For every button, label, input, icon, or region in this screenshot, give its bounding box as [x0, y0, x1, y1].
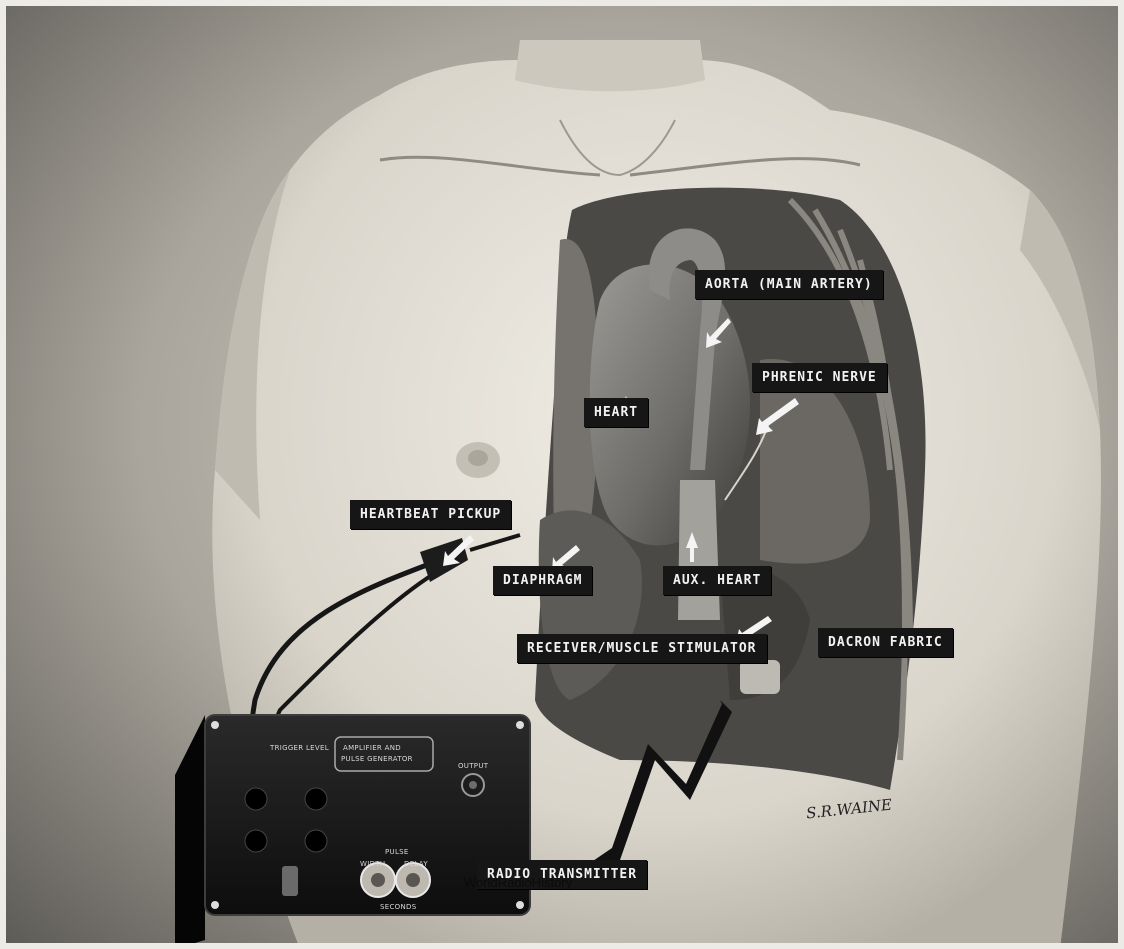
label-aorta: AORTA (MAIN ARTERY) [695, 270, 883, 299]
label-dacron-fabric: DACRON FABRIC [818, 628, 953, 657]
delay-label: DELAY [404, 860, 428, 868]
device-title-line2: PULSE GENERATOR [341, 755, 413, 763]
receiver-unit [740, 660, 780, 694]
device-title-line1: AMPLIFIER AND [343, 744, 401, 752]
label-phrenic-nerve: PHRENIC NERVE [752, 363, 887, 392]
width-label: WIDTH [360, 860, 385, 868]
seconds-label: SECONDS [380, 903, 416, 911]
label-diaphragm: DIAPHRAGM [493, 566, 592, 595]
label-aux-heart: AUX. HEART [663, 566, 771, 595]
watermark: WorldRadioHistory [464, 875, 572, 890]
trigger-level-label: TRIGGER LEVEL [270, 744, 329, 752]
label-receiver: RECEIVER/MUSCLE STIMULATOR [517, 634, 767, 663]
knob-3 [245, 830, 267, 852]
label-heartbeat-pickup: HEARTBEAT PICKUP [350, 500, 511, 529]
pulse-label: PULSE [385, 848, 409, 856]
knob-2 [305, 788, 327, 810]
output-label: OUTPUT [458, 762, 488, 770]
knob-4 [305, 830, 327, 852]
label-heart: HEART [584, 398, 648, 427]
knob-1 [245, 788, 267, 810]
aux-heart-organ [678, 480, 720, 620]
power-switch [282, 866, 298, 896]
